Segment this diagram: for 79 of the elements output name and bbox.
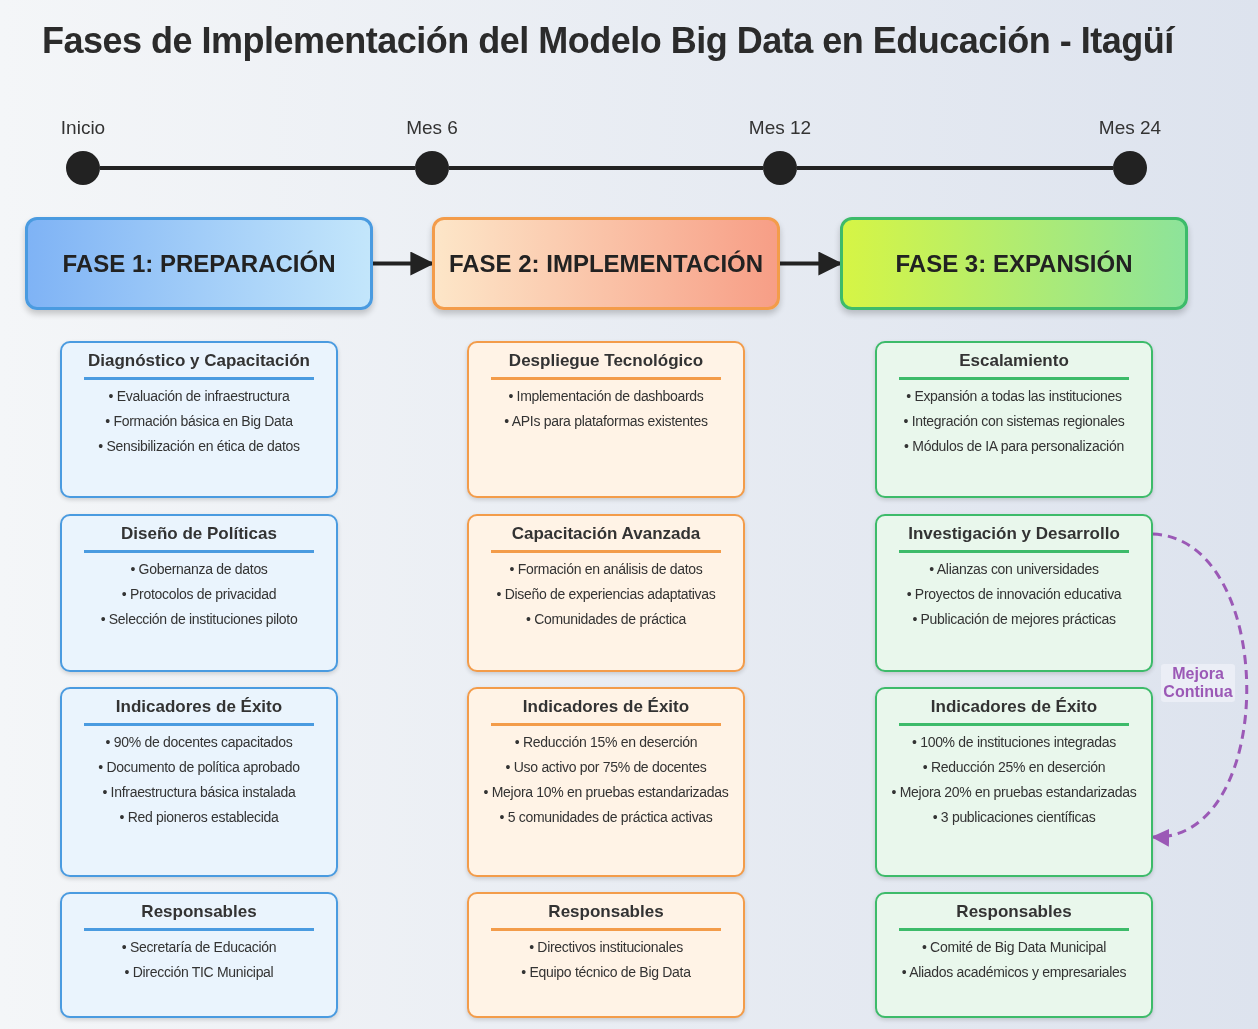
timeline-dot	[66, 151, 100, 185]
card-heading: Responsables	[84, 902, 314, 931]
bullet-item: • Sensibilización en ética de datos	[97, 438, 301, 454]
bullet-item: • Gobernanza de datos	[129, 561, 269, 577]
timeline-label: Mes 6	[406, 117, 458, 139]
phase-box	[432, 217, 780, 310]
phase-box	[25, 217, 373, 310]
content-card	[875, 514, 1153, 672]
card-heading: Diseño de Políticas	[84, 524, 314, 553]
phase-box	[840, 217, 1188, 310]
bullet-item: • Comunidades de práctica	[524, 611, 688, 627]
bullet-item: • Implementación de dashboards	[507, 388, 705, 404]
bullet-item: • Reducción 15% en deserción	[513, 734, 699, 750]
card-heading: Capacitación Avanzada	[491, 524, 721, 553]
card-heading: Despliegue Tecnológico	[491, 351, 721, 380]
bullet-item: • Evaluación de infraestructura	[107, 388, 291, 404]
bullet-item: • Mejora 10% en pruebas estandarizadas	[482, 784, 730, 800]
phase-title: FASE 2: IMPLEMENTACIÓN	[448, 249, 764, 278]
card-heading: Investigación y Desarrollo	[899, 524, 1129, 553]
phase-title: FASE 1: PREPARACIÓN	[62, 249, 336, 278]
timeline-label: Mes 12	[748, 117, 812, 139]
bullet-item: • 100% de instituciones integradas	[910, 734, 1118, 750]
card-heading: Indicadores de Éxito	[899, 697, 1129, 726]
bullet-item: • Infraestructura básica instalada	[101, 784, 297, 800]
bullet-item: • Uso activo por 75% de docentes	[504, 759, 708, 775]
timeline-label: Inicio	[60, 117, 106, 139]
timeline-dot	[763, 151, 797, 185]
bullet-item: • Dirección TIC Municipal	[123, 964, 275, 980]
bullet-item: • 90% de docentes capacitados	[104, 734, 294, 750]
content-card	[467, 341, 745, 498]
bullet-item: • 3 publicaciones científicas	[931, 809, 1097, 825]
bullet-item: • Documento de política aprobado	[97, 759, 301, 775]
timeline-dot	[415, 151, 449, 185]
phase-title: FASE 3: EXPANSIÓN	[895, 249, 1133, 278]
bullet-item: • Diseño de experiencias adaptativas	[495, 586, 717, 602]
bullet-item: • Mejora 20% en pruebas estandarizadas	[890, 784, 1138, 800]
content-card	[60, 687, 338, 877]
timeline-label: Mes 24	[1098, 117, 1162, 139]
bullet-item: • Directivos institucionales	[528, 939, 684, 955]
bullet-item: • Red pioneros establecida	[118, 809, 280, 825]
bullet-item: • Reducción 25% en deserción	[921, 759, 1107, 775]
bullet-item: • Formación en análisis de datos	[508, 561, 704, 577]
content-card	[467, 892, 745, 1018]
bullet-item: • APIs para plataformas existentes	[503, 413, 709, 429]
bullet-item: • Equipo técnico de Big Data	[520, 964, 692, 980]
diagram-title: Fases de Implementación del Modelo Big Data en Educación - Itagüí	[42, 20, 1174, 62]
bullet-item: • Alianzas con universidades	[928, 561, 1100, 577]
bullet-item: • Selección de instituciones piloto	[99, 611, 299, 627]
timeline-line	[100, 166, 415, 170]
timeline-line	[449, 166, 763, 170]
bullet-item: • Secretaría de Educación	[120, 939, 278, 955]
dashed-arrow	[1151, 532, 1249, 844]
card-heading: Diagnóstico y Capacitación	[84, 351, 314, 380]
timeline-dot	[1113, 151, 1147, 185]
timeline-line	[797, 166, 1113, 170]
bullet-item: • Protocolos de privacidad	[120, 586, 278, 602]
edge-label: Mejora Continua	[1161, 663, 1235, 702]
content-card	[60, 341, 338, 498]
bullet-item: • Integración con sistemas regionales	[902, 413, 1126, 429]
content-card	[875, 341, 1153, 498]
bullet-item: • Publicación de mejores prácticas	[911, 611, 1117, 627]
bullet-item: • Aliados académicos y empresariales	[900, 964, 1128, 980]
card-heading: Indicadores de Éxito	[84, 697, 314, 726]
content-card	[60, 514, 338, 672]
content-card	[875, 687, 1153, 877]
bullet-item: • Proyectos de innovación educativa	[905, 586, 1123, 602]
bullet-item: • Comité de Big Data Municipal	[920, 939, 1108, 955]
card-heading: Indicadores de Éxito	[491, 697, 721, 726]
content-card	[467, 514, 745, 672]
card-heading: Escalamiento	[899, 351, 1129, 380]
content-card	[467, 687, 745, 877]
bullet-item: • Expansión a todas las instituciones	[905, 388, 1123, 404]
bullet-item: • 5 comunidades de práctica activas	[498, 809, 714, 825]
content-card	[60, 892, 338, 1018]
content-card	[875, 892, 1153, 1018]
card-heading: Responsables	[899, 902, 1129, 931]
bullet-item: • Formación básica en Big Data	[104, 413, 294, 429]
bullet-item: • Módulos de IA para personalización	[903, 438, 1125, 454]
card-heading: Responsables	[491, 902, 721, 931]
